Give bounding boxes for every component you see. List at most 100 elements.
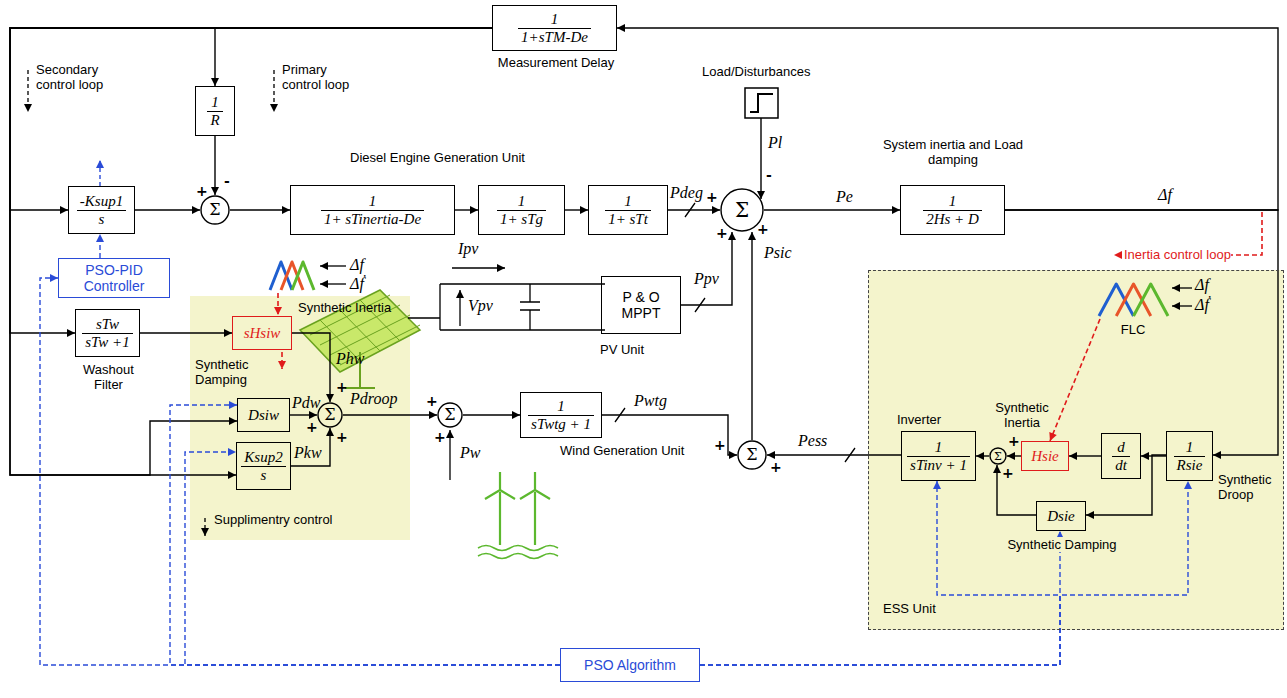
transfer-term: -Ksup1 [77,193,126,211]
inertia-block: HsieSynthetic Inertia [1021,441,1069,471]
signal-label: Pess [798,432,827,449]
signal-line [997,465,1036,515]
signal-label: Pkw [294,444,322,461]
block-caption: Supplimentry control [214,512,384,527]
transfer-term: s [241,467,285,484]
summing-junction: Σ [737,440,767,470]
signal-label: Pdroop [350,390,397,407]
block-caption: Synthetic Damping [997,537,1127,552]
sign-label: + [714,438,726,453]
box-label: PSO Algorithm [584,657,676,673]
block-caption: System inertia and Load damping [873,137,1033,167]
integral-block: Ksup2s [236,442,291,490]
signal-line [764,209,900,210]
transfer-term: sTw +1 [82,334,132,351]
governor-block: 11+ sTg [478,185,565,235]
sign-label: + [706,190,718,205]
signal-line [215,28,492,86]
signal-label: Δḟ [1195,296,1209,313]
band-fill [868,270,1284,630]
sign-label: + [716,226,728,241]
inverter-block: 1sTinv + 1Inverter [901,431,976,481]
sum-symbol: Σ [746,447,757,463]
signal-line [10,28,492,210]
signal-label: Δf [1195,276,1209,293]
governor-block: 11+ sTinertia-De [290,185,455,235]
block-caption: Measurement Delay [471,55,641,70]
turbine-block: 11+ sTt [588,185,668,235]
transfer-term: 1 [207,94,222,112]
sign-label: + [336,380,348,395]
signal-line [668,209,720,210]
block-caption: ESS Unit [883,601,983,616]
wind-turbine [478,472,558,559]
summing-junction: Σ [200,195,230,225]
signal-line [1069,455,1101,456]
signal-label: Pw [460,444,480,461]
signal-line [230,209,290,210]
mppt-box: P & O MPPT [601,276,681,334]
tuning-line [185,452,560,665]
caption-label: Diesel Engine Generation Unit [350,150,525,165]
inertia-pointer [278,212,1262,369]
tuning-line [99,234,100,258]
transfer-term: 2Hs + D [923,211,982,228]
transfer-term: Ksup2 [241,449,285,467]
inertia-block: sHsiwSynthetic Inertia [232,316,292,350]
caption-label: Secondary control loop [36,62,126,92]
signal-label: Pl [768,134,782,151]
transfer-term: sHsiw [241,325,284,342]
transfer-term: 1 [907,439,970,457]
signal-label: Δf [1158,186,1172,203]
signal-line [140,332,232,333]
sum-symbol: Σ [324,407,335,423]
transfer-term: 1+sTM-De [518,29,591,46]
signal-line [10,28,492,475]
signal-line [292,333,330,402]
fuzzy-set [1099,284,1134,316]
transfer-term: 1 [528,398,594,416]
ess-band: ESS Unit FLC 1RsieSynthetic Droop ddt HsieSy… [868,270,1284,630]
sign-label: - [766,168,772,183]
transfer-term: 1+ sTg [497,211,546,228]
loop-pointer [28,70,274,536]
block-caption: FLC [1105,322,1161,337]
transfer-term: d [1112,439,1130,457]
sum-symbol: Σ [735,200,749,220]
droop-block: 1RsieSynthetic Droop [1166,431,1213,481]
signal-label: Pdeg [670,184,703,201]
box-label: PSO-PID Controller [59,262,169,294]
signal-line [290,414,317,415]
signal-label: Phw [336,350,364,367]
control-band: Supplimentry controlsHsiwSynthetic Inert… [190,296,410,540]
sign-label: + [770,460,782,475]
junction-circle [738,441,766,469]
tuning-line [700,481,1188,665]
tuning-line [700,481,1060,665]
signal-line [343,414,437,415]
signal-line [463,414,520,415]
caption-label: Primary control loop [282,62,362,92]
block-caption: Synthetic Inertia [298,300,410,315]
droop-block: 1R [195,86,235,136]
sign-label: + [426,394,438,409]
fuzzy-controller: FLC [1096,281,1171,319]
derivative-block: ddt [1101,433,1141,479]
signal-line [135,209,200,210]
block-caption: Synthetic Droop [1218,472,1282,502]
sign-label: + [306,420,318,435]
signal-label: Pe [836,188,853,205]
caption-label: Load/Disturbances [702,64,810,79]
junction-circle [438,403,462,427]
junction-circle [318,403,342,427]
tuning-line [170,405,560,665]
sign-label: + [757,222,769,237]
transfer-term: Dsiw [245,407,282,424]
summing-junction: Σ [989,447,1007,465]
input-arrow [320,266,1192,480]
signal-label: Vpv [468,297,493,314]
washout-block: sTwsTw +1Washout Filter [75,309,140,357]
signal-line [10,28,492,475]
transfer-term: sTinv + 1 [907,457,970,474]
sign-label: - [224,174,230,189]
